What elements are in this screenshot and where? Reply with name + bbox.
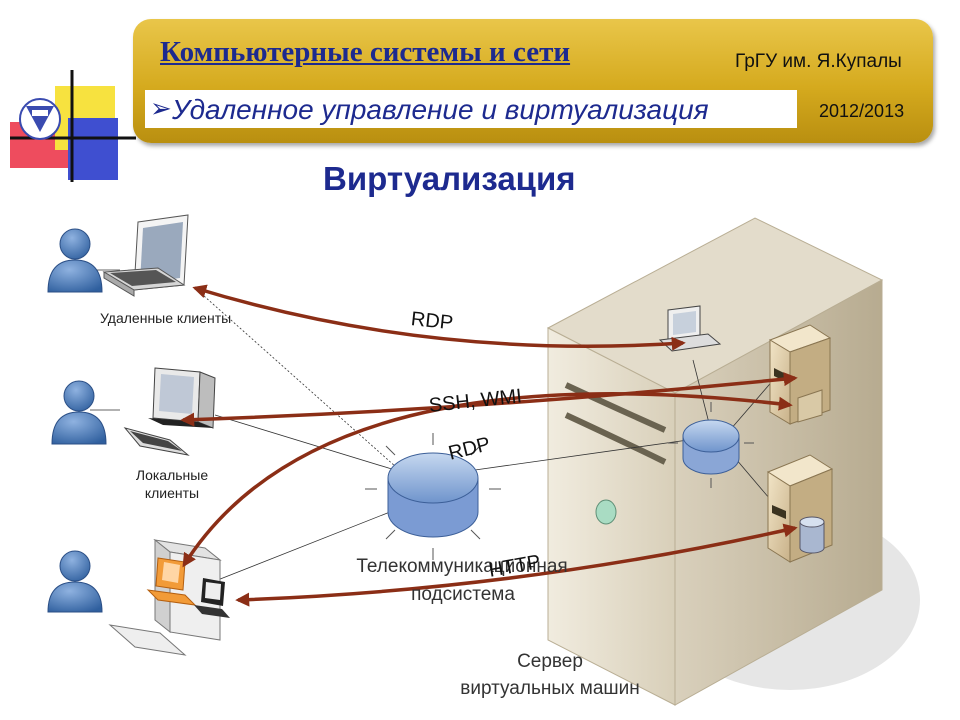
protocol-arrows — [180, 284, 798, 607]
course-title-link[interactable]: Компьютерные системы и сети — [160, 36, 571, 68]
university-logo — [10, 70, 136, 182]
vm-server-icon-1 — [768, 324, 832, 425]
person-icon-remote — [47, 228, 103, 293]
local-clients-label: Локальные клиенты — [135, 467, 209, 501]
section-subtitle: Удаленное управление и виртуализация — [172, 94, 709, 125]
laptop-icon — [102, 214, 189, 297]
rdp-admin-arrow — [182, 392, 793, 568]
subtitle-box — [145, 90, 797, 128]
organization-name: ГрГУ им. Я.Купалы — [735, 51, 902, 72]
person-icon-admin — [47, 550, 103, 613]
telecom-label-line1: Телекоммуникационная — [356, 556, 568, 577]
academic-year: 2012/2013 — [819, 101, 905, 121]
server-label-line1: Сервер — [517, 651, 583, 672]
desktop-pc-icon — [123, 367, 216, 456]
admin-workstation-icon — [108, 538, 230, 656]
http-arrow — [235, 523, 798, 607]
remote-clients-label: Удаленные клиенты — [100, 310, 232, 326]
vm-server-icon-2 — [766, 454, 834, 563]
protocol-label-rdp-top: RDP — [409, 308, 455, 335]
slide-heading: Виртуализация — [323, 160, 576, 197]
rdp-remote-arrow — [192, 284, 686, 351]
bullet-arrow-icon: ➢ — [150, 93, 172, 123]
person-icon-local — [51, 380, 107, 445]
server-label-line2: виртуальных машин — [460, 678, 640, 699]
telecom-label-line2: подсистема — [411, 584, 515, 605]
